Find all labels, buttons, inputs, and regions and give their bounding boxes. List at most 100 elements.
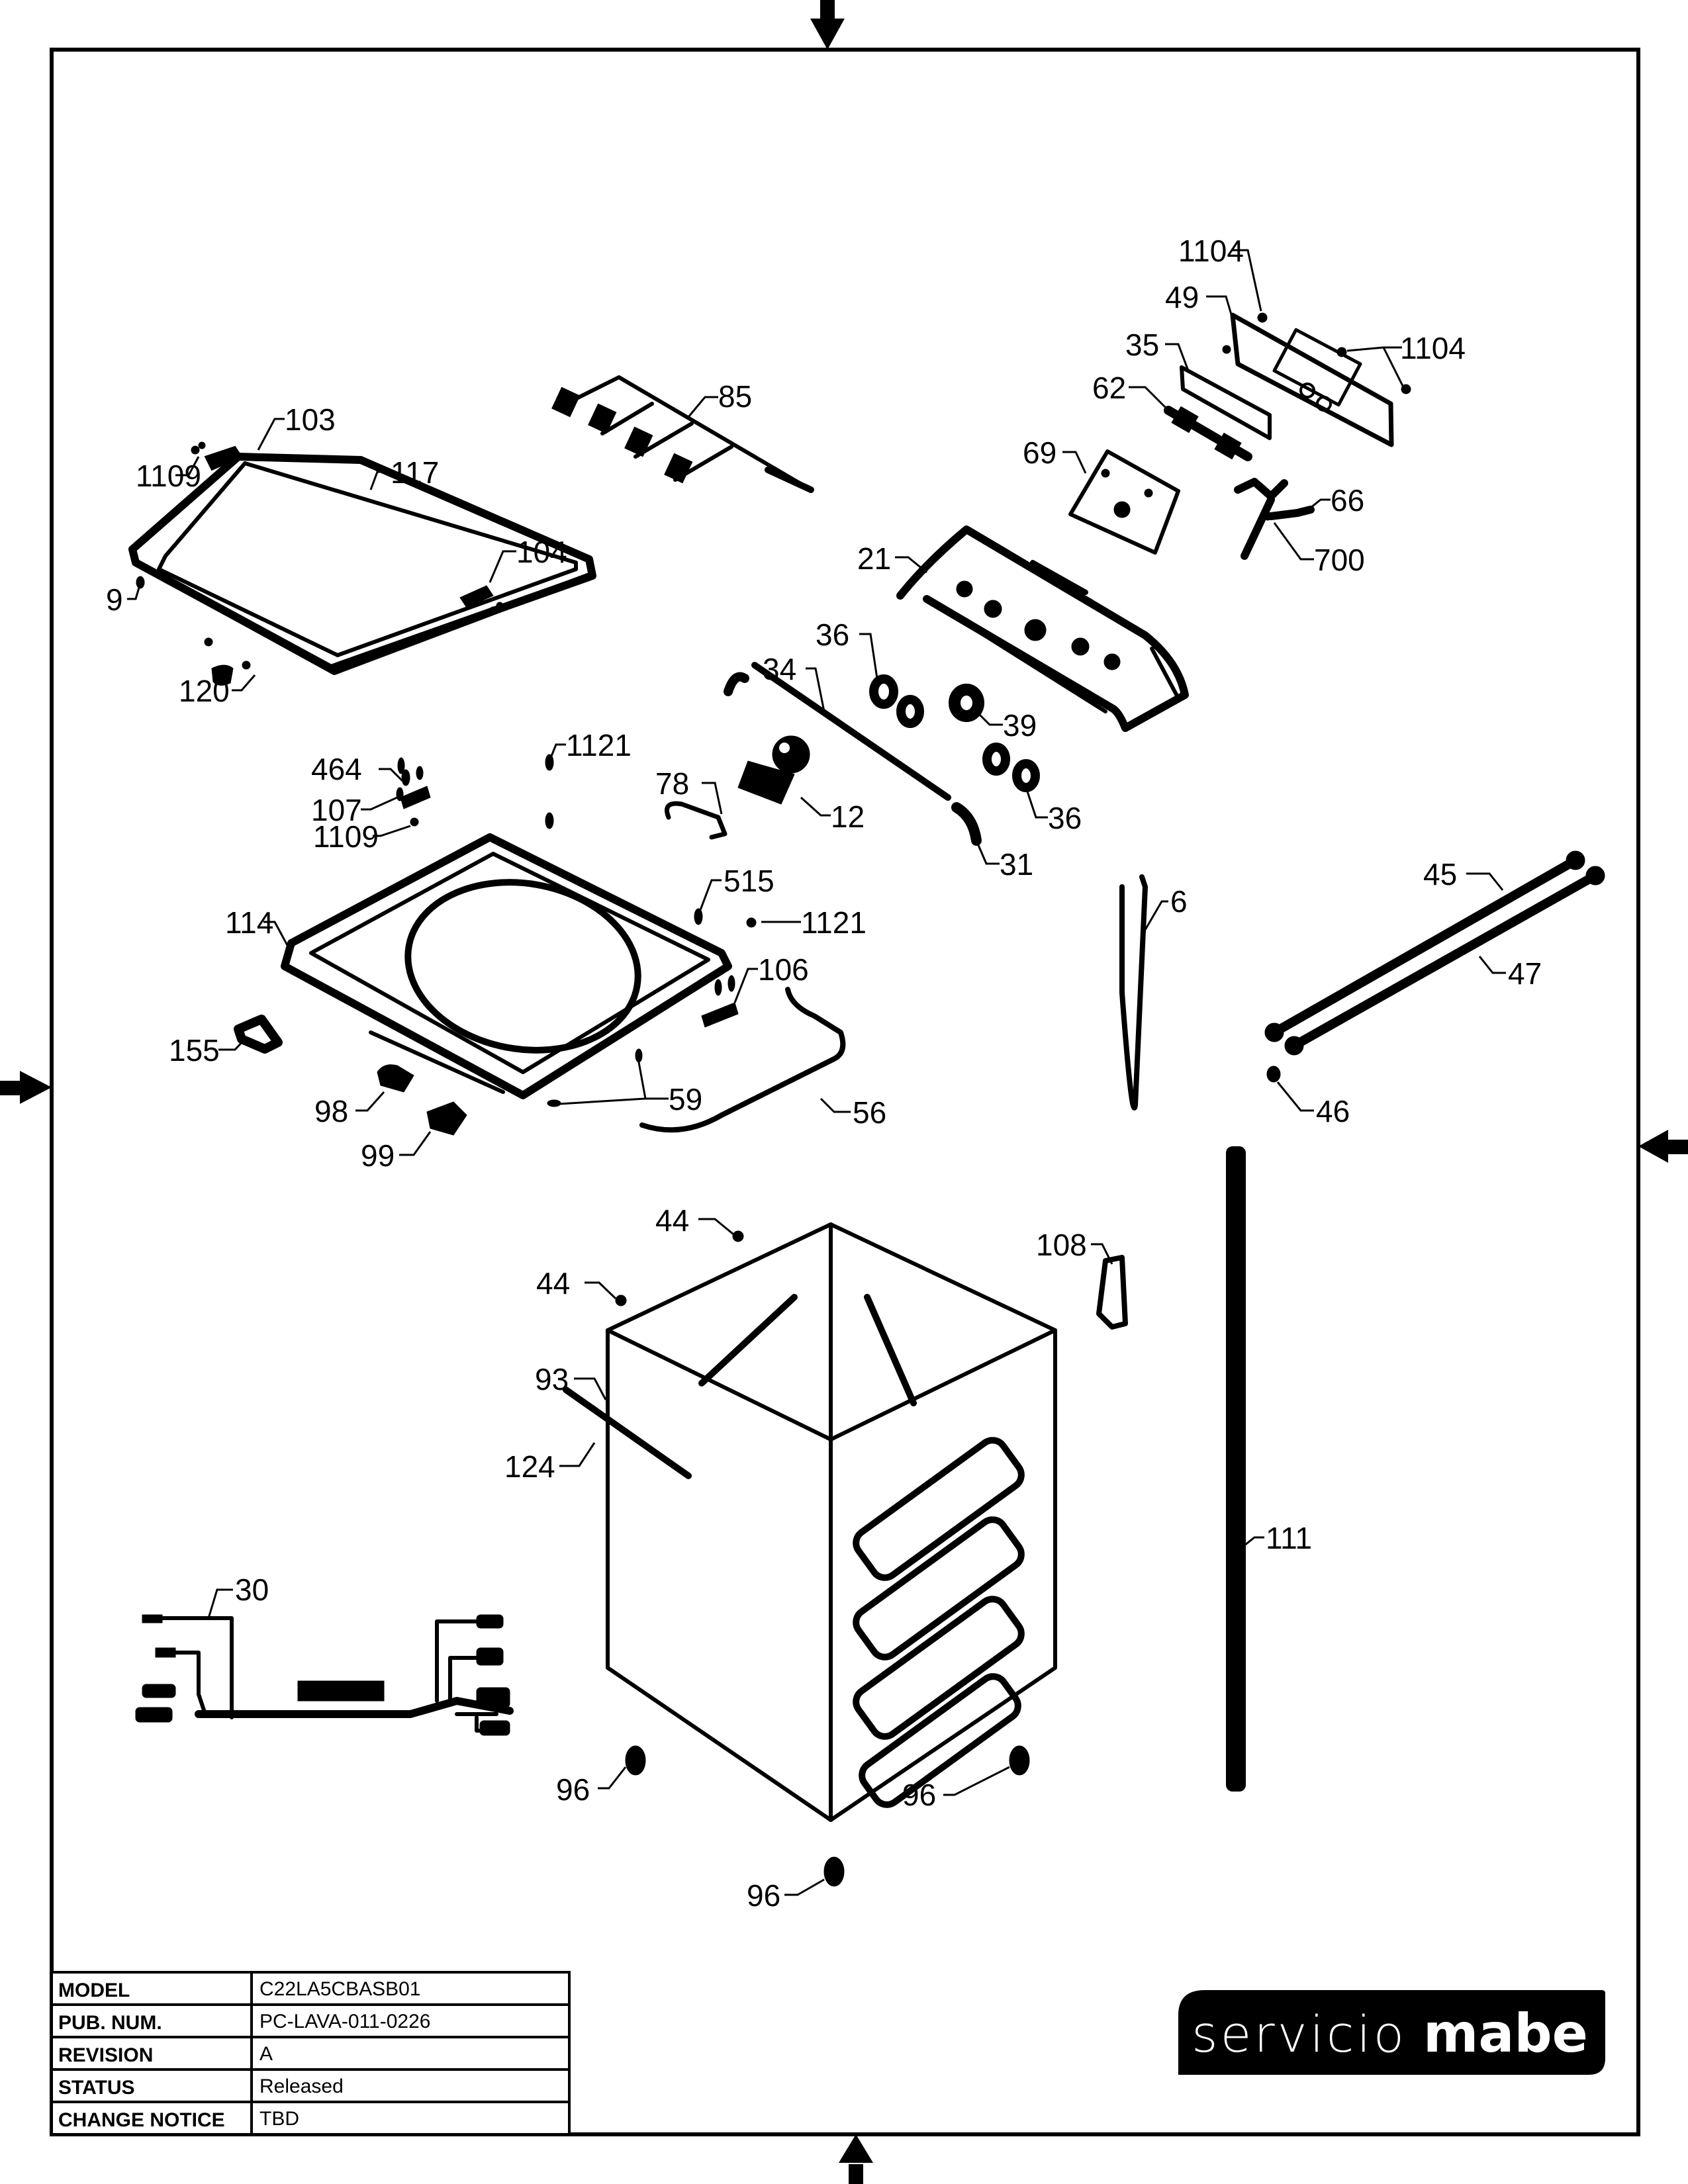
callout-45: 45 bbox=[1423, 857, 1457, 891]
callout-78: 78 bbox=[655, 766, 689, 801]
callout-114: 114 bbox=[225, 905, 273, 940]
callout-69: 69 bbox=[1023, 435, 1056, 470]
top-cover-part-114[interactable] bbox=[281, 833, 732, 1099]
handle-part-120[interactable] bbox=[211, 664, 234, 686]
callout-44: 44 bbox=[655, 1203, 689, 1238]
clip-part-59[interactable] bbox=[635, 1048, 643, 1063]
callout-98: 98 bbox=[314, 1094, 348, 1128]
screw-part bbox=[496, 602, 504, 610]
cabinet-part-93[interactable] bbox=[606, 1222, 1057, 1822]
callout-96: 96 bbox=[556, 1772, 590, 1807]
callout-46: 46 bbox=[1316, 1094, 1350, 1128]
inlet-hose-part-47[interactable] bbox=[1284, 866, 1605, 1056]
arrow-bottom-icon bbox=[839, 2134, 873, 2184]
control-board-part-69[interactable] bbox=[1068, 449, 1180, 555]
screw-part-1121[interactable] bbox=[397, 757, 405, 774]
title-block: MODEL C22LA5CBASB01 PUB. NUM. PC-LAVA-01… bbox=[50, 1971, 571, 2136]
screw-part-1104[interactable] bbox=[1257, 312, 1268, 323]
hose-part-56[interactable] bbox=[639, 987, 846, 1133]
wire-part-78[interactable] bbox=[665, 801, 727, 840]
main-harness-part-30[interactable] bbox=[135, 1614, 514, 1736]
callout-56: 56 bbox=[853, 1095, 886, 1130]
screw-part-1104[interactable] bbox=[1336, 347, 1347, 357]
brand-logo-mabe: mabe bbox=[1423, 2003, 1588, 2064]
title-block-value-change-notice: TBD bbox=[259, 2108, 299, 2130]
title-block-label-change-notice: CHANGE NOTICE bbox=[58, 2109, 225, 2131]
switch-part-107[interactable] bbox=[400, 786, 431, 809]
callout-96: 96 bbox=[747, 1878, 780, 1913]
cap-part-98[interactable] bbox=[377, 1064, 414, 1093]
callout-12: 12 bbox=[831, 799, 865, 834]
hinge-part-103[interactable] bbox=[204, 445, 243, 471]
screw-part-1109[interactable] bbox=[191, 445, 200, 455]
callout-21: 21 bbox=[857, 541, 891, 576]
strip-part-124[interactable] bbox=[563, 1387, 692, 1479]
clip-part-464[interactable] bbox=[401, 769, 410, 786]
washer-part-46[interactable] bbox=[1266, 1066, 1281, 1083]
lid-part-117[interactable] bbox=[128, 453, 596, 675]
callout-31: 31 bbox=[1000, 847, 1033, 882]
callout-44: 44 bbox=[536, 1266, 570, 1300]
switch-part-62[interactable] bbox=[1164, 406, 1252, 461]
callout-103: 103 bbox=[285, 402, 336, 437]
screw-part-1121[interactable] bbox=[545, 754, 554, 771]
arrow-right-icon bbox=[1638, 1130, 1688, 1163]
drawing-frame bbox=[50, 48, 1640, 2136]
callout-104: 104 bbox=[516, 535, 567, 569]
screw-part-44[interactable] bbox=[615, 1295, 627, 1306]
title-block-value-pub-num: PC-LAVA-011-0226 bbox=[259, 2011, 430, 2032]
clip-part bbox=[714, 979, 722, 996]
overlay-part-35[interactable] bbox=[1180, 365, 1272, 440]
arrow-top-icon bbox=[810, 0, 845, 50]
cable-part-6[interactable] bbox=[1119, 874, 1148, 1111]
cap-part-99[interactable] bbox=[426, 1101, 467, 1136]
screw-part-1109[interactable] bbox=[410, 817, 419, 827]
knob-part-36[interactable] bbox=[869, 674, 924, 728]
callout-34: 34 bbox=[763, 652, 796, 686]
screw-part bbox=[545, 812, 554, 829]
screw-part bbox=[242, 660, 251, 670]
callout-124: 124 bbox=[504, 1449, 555, 1484]
title-block-label-status: STATUS bbox=[58, 2077, 135, 2099]
clip-part-59[interactable] bbox=[547, 1099, 561, 1107]
hinge-part-104[interactable] bbox=[459, 585, 494, 608]
foot-part-96[interactable] bbox=[625, 1745, 646, 1776]
console-part-21[interactable] bbox=[896, 525, 1189, 732]
screw-part-1109[interactable] bbox=[198, 441, 206, 449]
callout-700: 700 bbox=[1314, 543, 1365, 577]
rear-panel-part-49[interactable] bbox=[1230, 312, 1394, 447]
screw-part-515[interactable] bbox=[694, 908, 703, 925]
bracket-part-108[interactable] bbox=[1096, 1255, 1128, 1330]
bumper-part-9[interactable] bbox=[136, 576, 145, 589]
brand-logo: servicio mabe bbox=[1178, 1990, 1605, 2075]
callout-117: 117 bbox=[391, 455, 439, 490]
callout-30: 30 bbox=[235, 1572, 269, 1607]
screw-part-44[interactable] bbox=[732, 1230, 744, 1242]
clip-part bbox=[416, 766, 424, 780]
harness-part-66[interactable] bbox=[1234, 478, 1315, 560]
screw-part bbox=[489, 606, 497, 614]
inlet-hose-part-45[interactable] bbox=[1264, 850, 1585, 1042]
clip-part bbox=[727, 975, 735, 992]
knob-part-36[interactable] bbox=[982, 743, 1040, 792]
bar-part-34[interactable] bbox=[751, 662, 951, 801]
callout-111: 111 bbox=[1266, 1521, 1312, 1555]
valve-part-12[interactable] bbox=[737, 735, 810, 805]
callout-35: 35 bbox=[1125, 328, 1159, 362]
arrow-left-icon bbox=[0, 1071, 52, 1104]
tube-part-111[interactable] bbox=[1226, 1146, 1246, 1792]
callout-49: 49 bbox=[1165, 280, 1199, 314]
harness-part-85[interactable] bbox=[551, 375, 814, 493]
screw-part-1121[interactable] bbox=[746, 917, 757, 928]
foot-part-96[interactable] bbox=[823, 1856, 845, 1887]
switch-part-106[interactable] bbox=[701, 1002, 739, 1028]
callout-59: 59 bbox=[669, 1082, 702, 1116]
knob-part-39[interactable] bbox=[949, 684, 984, 722]
bracket-part-155[interactable] bbox=[234, 1015, 283, 1054]
foot-part-96[interactable] bbox=[1009, 1745, 1030, 1776]
callout-99: 99 bbox=[361, 1138, 395, 1173]
connector-part-700[interactable] bbox=[1263, 512, 1272, 521]
callout-9: 9 bbox=[106, 582, 123, 617]
hose-part-31[interactable] bbox=[951, 802, 982, 846]
callout-39: 39 bbox=[1003, 708, 1037, 743]
